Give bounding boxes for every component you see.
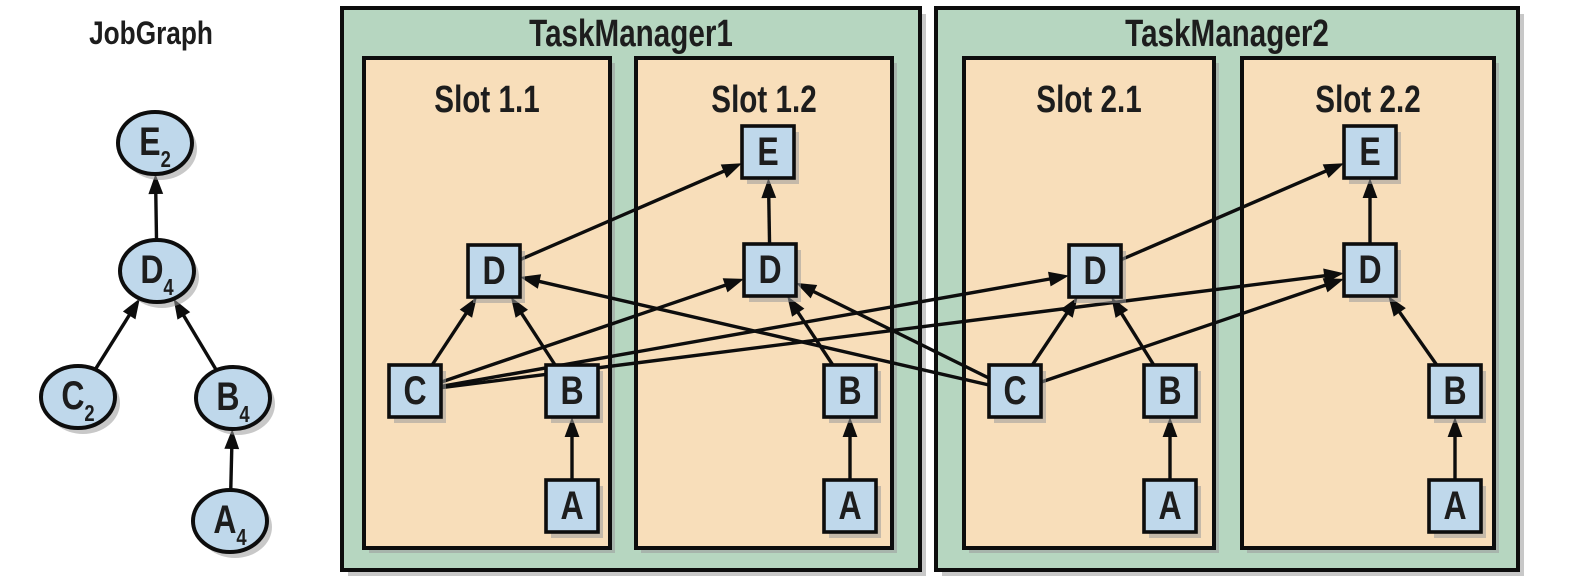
task-node-C1.1 xyxy=(387,363,443,419)
arrowhead-A1.1-B1.1 xyxy=(564,417,580,437)
jobgraph-title: JobGraph xyxy=(89,17,213,52)
arrowhead-A2.2-B2.2 xyxy=(1447,417,1463,437)
task-node-D2.2 xyxy=(1342,242,1398,298)
arrowhead-D2.2-E2.2 xyxy=(1362,178,1378,198)
task-node-B1.2 xyxy=(822,363,878,419)
arrowhead-C2.1-D2.2 xyxy=(1322,278,1344,293)
task-node-label-A2.2: A xyxy=(1443,483,1466,528)
task-node-label-D1.1: D xyxy=(482,248,505,293)
task-node-label-B2.2: B xyxy=(1443,368,1466,413)
task-node-A1.2 xyxy=(822,478,878,534)
edge-B1.2-D1.2 xyxy=(791,304,835,366)
jobgraph-node-B xyxy=(194,365,272,431)
edge-B2.1-D2.1 xyxy=(1115,305,1156,366)
task-node-label-D2.2: D xyxy=(1358,247,1381,292)
task-node-A2.2 xyxy=(1427,478,1483,534)
arrowhead-C2.1-D1.1 xyxy=(520,274,542,289)
edge-C2.1-D1.2 xyxy=(805,286,990,380)
arrowhead-C2.1-D1.2 xyxy=(796,282,818,299)
edge-B2.2-D2.2 xyxy=(1393,304,1439,366)
taskmanager-title: TaskManager2 xyxy=(1125,13,1329,55)
arrowhead-D1.2-E1.2 xyxy=(761,178,777,199)
arrowhead-C1.1-D2.1 xyxy=(1048,271,1069,287)
jobgraph-node-D xyxy=(118,238,196,304)
jobgraph-node-label-A: A4 xyxy=(213,497,247,551)
task-node-A2.1 xyxy=(1142,478,1198,534)
task-node-D2.1 xyxy=(1067,243,1123,299)
task-node-B1.1 xyxy=(544,363,600,419)
task-node-label-B2.1: B xyxy=(1158,368,1181,413)
arrowhead-A-B xyxy=(224,428,240,450)
task-node-B2.2 xyxy=(1427,363,1483,419)
edge-C1.1-D2.1 xyxy=(440,275,1059,389)
arrowhead-A1.2-B1.2 xyxy=(842,417,858,437)
slot-title: Slot 2.2 xyxy=(1315,79,1420,121)
jobgraph-node-A xyxy=(191,488,269,554)
edge-D2.1-E2.2 xyxy=(1120,166,1335,262)
task-node-label-E2.2: E xyxy=(1359,129,1380,174)
edge-C-D xyxy=(93,306,136,371)
jobgraph-node-E xyxy=(116,110,194,176)
task-node-E2.2 xyxy=(1342,124,1398,180)
slot-title: Slot 2.1 xyxy=(1036,79,1141,121)
task-node-label-D2.1: D xyxy=(1083,248,1106,293)
task-node-E1.2 xyxy=(740,124,796,180)
task-node-label-A2.1: A xyxy=(1158,483,1181,528)
slot-title: Slot 1.1 xyxy=(434,79,539,121)
slot-title: Slot 1.2 xyxy=(711,79,816,121)
edge-D1.2-E1.2 xyxy=(766,188,772,245)
task-node-label-E1.2: E xyxy=(757,129,778,174)
task-node-label-A1.1: A xyxy=(560,483,583,528)
task-node-D1.2 xyxy=(742,242,798,298)
edge-C1.1-D1.1 xyxy=(430,305,473,366)
jobgraph-node-label-B: B4 xyxy=(216,374,250,428)
arrowhead-D-E xyxy=(148,173,164,195)
arrowhead-A2.1-B2.1 xyxy=(1162,417,1178,437)
task-node-C2.1 xyxy=(987,363,1043,419)
task-node-B2.1 xyxy=(1142,363,1198,419)
task-node-D1.1 xyxy=(466,243,522,299)
task-node-label-C1.1: C xyxy=(403,368,426,413)
arrowhead-D2.1-E2.2 xyxy=(1322,163,1344,178)
task-node-label-C2.1: C xyxy=(1003,368,1026,413)
edge-D-E xyxy=(153,184,159,241)
arrowhead-C1.1-D1.2 xyxy=(722,278,744,293)
arrowhead-C2.1-D2.1 xyxy=(1060,297,1078,318)
edge-C2.1-D2.1 xyxy=(1030,305,1073,366)
edge-D1.1-E1.2 xyxy=(519,166,733,262)
task-node-label-B1.1: B xyxy=(560,368,583,413)
jobgraph-node-label-D: D4 xyxy=(140,247,174,301)
task-node-label-A1.2: A xyxy=(838,483,861,528)
jobgraph-node-C xyxy=(39,364,117,430)
edge-C1.1-D1.2 xyxy=(440,280,735,384)
edge-B-D xyxy=(177,307,218,372)
edge-B1.1-D1.1 xyxy=(515,305,557,366)
jobgraph-node-label-E: E2 xyxy=(139,119,171,173)
jobgraph-node-label-C: C2 xyxy=(61,373,94,427)
taskmanager-title: TaskManager1 xyxy=(529,13,733,55)
edge-C2.1-D1.1 xyxy=(530,277,990,387)
arrowhead-D1.1-E1.2 xyxy=(720,163,742,179)
task-node-A1.1 xyxy=(544,478,600,534)
arrowhead-C1.1-D1.1 xyxy=(459,297,477,318)
arrowhead-C-D xyxy=(122,298,140,320)
task-node-label-D1.2: D xyxy=(758,247,781,292)
task-node-label-B1.2: B xyxy=(838,368,861,413)
edge-C2.1-D2.2 xyxy=(1040,280,1335,384)
